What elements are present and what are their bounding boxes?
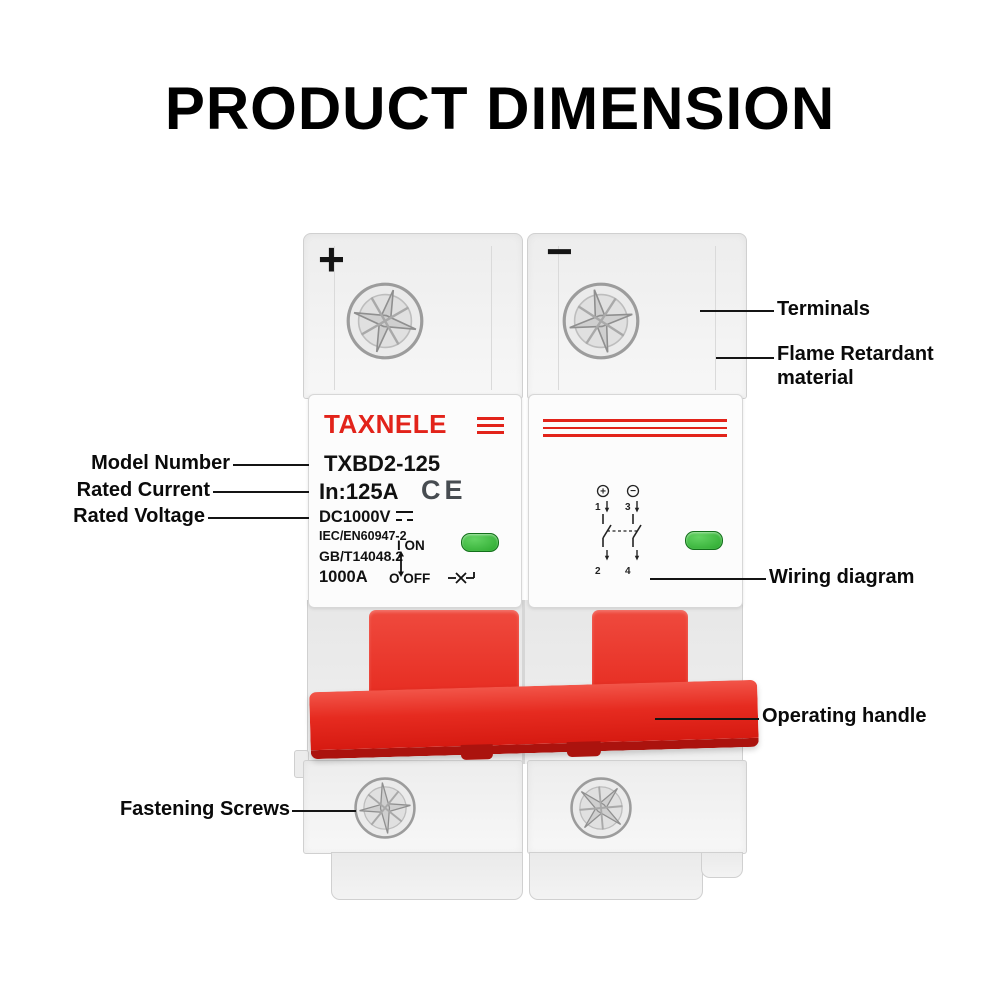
handle-notch	[566, 741, 602, 758]
polarity-minus-label: −	[546, 225, 573, 277]
callout-wiring-diagram: Wiring diagram	[769, 566, 915, 588]
callout-fastening-screws: Fastening Screws	[119, 798, 290, 820]
off-label: O OFF	[389, 571, 431, 586]
leader-fastening-screws	[292, 810, 356, 812]
breaking-capacity-text: 1000A	[319, 568, 368, 586]
foot-right	[529, 852, 703, 900]
foot-left	[331, 852, 523, 900]
foot-step-right	[701, 852, 743, 878]
wiring-terminal-4: 4	[625, 566, 631, 577]
page-title: PRODUCT DIMENSION	[164, 75, 836, 142]
leader-rated-current	[213, 491, 309, 493]
ce-mark: CE	[421, 475, 467, 505]
standard-gb-text: GB/T14048.2	[319, 548, 404, 564]
callout-flame-retardant-line2: material	[777, 366, 854, 389]
leader-wiring-diagram	[650, 578, 766, 580]
wiring-minus: −	[630, 486, 636, 497]
face-deco-lines	[543, 419, 727, 442]
callout-flame-retardant-line1: Flame Retardant	[777, 343, 934, 365]
callout-operating-handle: Operating handle	[762, 705, 927, 727]
callout-rated-current: Rated Current	[76, 479, 210, 501]
rated-voltage-value: DC1000V	[319, 508, 391, 526]
polarity-plus-label: +	[318, 233, 345, 285]
bottom-block-right	[527, 760, 747, 854]
handle-tab-left	[369, 610, 519, 700]
callout-flame-retardant: Flame Retardant material	[777, 343, 977, 390]
status-indicator-right	[685, 531, 723, 550]
terminal-screw-right	[562, 282, 640, 360]
wiring-terminal-1: 1	[595, 502, 601, 513]
terminal-screw-left	[346, 282, 424, 360]
leader-operating-handle	[655, 718, 759, 720]
wiring-terminal-3: 3	[625, 502, 631, 513]
callout-rated-voltage: Rated Voltage	[73, 505, 205, 527]
callout-model-number: Model Number	[91, 452, 230, 474]
callout-terminals: Terminals	[777, 298, 870, 320]
rated-current-text: In:125A	[319, 479, 399, 504]
brand-deco-lines	[477, 417, 504, 438]
breaker-face-right: + − 1 3 2 4	[528, 394, 743, 608]
status-indicator-left	[461, 533, 499, 552]
handle-notch	[460, 744, 494, 761]
rated-voltage-text: DC1000V	[319, 509, 413, 526]
isolation-symbol-icon	[448, 572, 475, 584]
dc-symbol-icon	[395, 511, 413, 522]
fastening-screw-right	[570, 777, 632, 839]
breaker-face-left: TAXNELE TXBD2-125 In:125A CE DC1000V IEC…	[308, 394, 522, 608]
on-off-arrow-icon	[398, 551, 404, 577]
pole-divider	[522, 600, 525, 764]
fastening-screw-left	[354, 777, 416, 839]
standard-iec-text: IEC/EN60947-2	[319, 529, 407, 543]
on-label: I ON	[397, 538, 425, 553]
leader-model-number	[233, 464, 309, 466]
leader-rated-voltage	[208, 517, 309, 519]
wiring-diagram-print: + − 1 3 2 4	[595, 484, 642, 577]
wiring-plus: +	[600, 486, 606, 497]
wiring-terminal-2: 2	[595, 566, 601, 577]
brand-logo: TAXNELE	[324, 409, 447, 439]
leader-terminals	[700, 310, 774, 312]
leader-flame-retardant	[716, 357, 774, 359]
model-text: TXBD2-125	[324, 451, 441, 476]
